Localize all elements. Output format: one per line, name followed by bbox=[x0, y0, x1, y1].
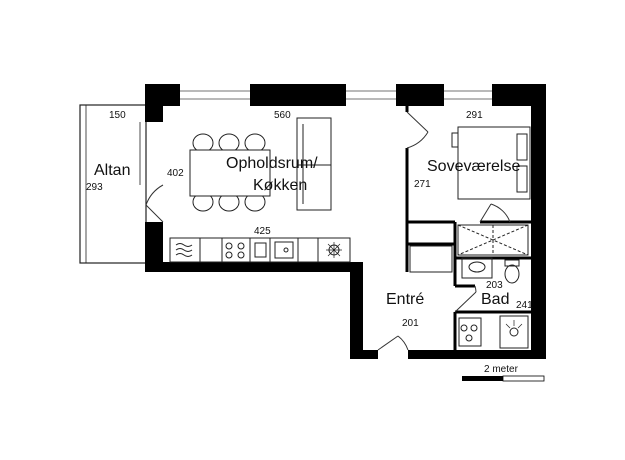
dim-altan-width: 150 bbox=[109, 110, 126, 121]
dim-bath-width: 203 bbox=[486, 280, 503, 291]
bathroom-fixtures bbox=[458, 257, 529, 349]
scale-bar: 2 meter bbox=[462, 364, 545, 382]
dim-living-depth: 402 bbox=[167, 168, 184, 179]
room-label-entre: Entré bbox=[386, 291, 424, 308]
bed bbox=[451, 126, 531, 200]
room-label-sovevaerelse: Soveværelse bbox=[427, 158, 520, 175]
dim-bedroom-width: 291 bbox=[466, 110, 483, 121]
dim-altan-depth: 293 bbox=[86, 182, 103, 193]
entre-shelving bbox=[409, 245, 453, 273]
room-label-kokken: Køkken bbox=[253, 177, 307, 194]
kitchen-counter bbox=[169, 237, 351, 263]
dim-kitchen-length: 425 bbox=[254, 226, 271, 237]
dim-bedroom-depth: 271 bbox=[414, 179, 431, 190]
room-label-altan: Altan bbox=[94, 162, 130, 179]
dim-bath-depth: 241 bbox=[516, 300, 533, 311]
doors bbox=[145, 111, 511, 351]
scale-bar-label: 2 meter bbox=[484, 364, 519, 375]
balcony bbox=[79, 104, 147, 264]
room-label-bad: Bad bbox=[481, 291, 509, 308]
dim-living-width: 560 bbox=[274, 110, 291, 121]
room-label-opholdsrum: Opholdsrum/ bbox=[226, 155, 318, 172]
interior-walls bbox=[405, 106, 531, 350]
outer-walls bbox=[145, 84, 546, 359]
sofa bbox=[296, 117, 332, 211]
dining-table bbox=[189, 133, 271, 212]
wardrobe bbox=[457, 224, 529, 256]
dim-entre-width: 201 bbox=[402, 318, 419, 329]
windows bbox=[180, 90, 492, 100]
